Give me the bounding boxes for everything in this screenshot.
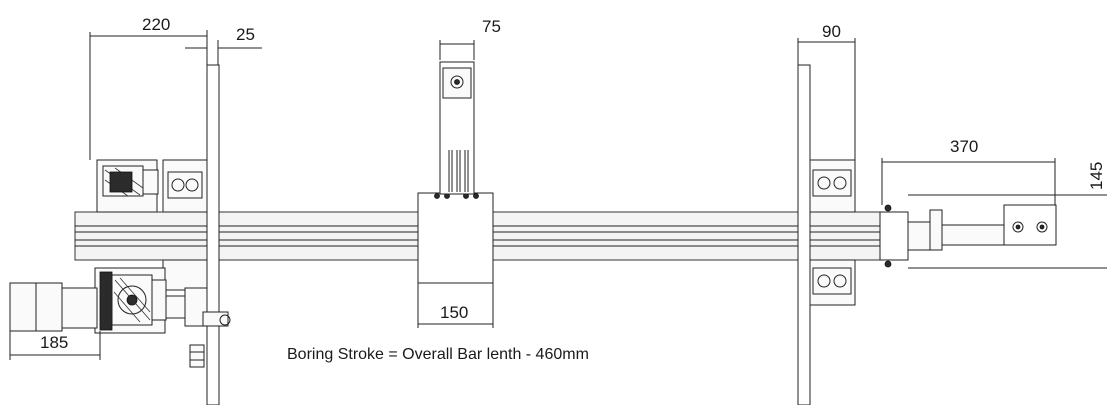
dim-25-label: 25 bbox=[236, 25, 255, 44]
dim-90-label: 90 bbox=[822, 22, 841, 41]
boring-stroke-note: Boring Stroke = Overall Bar lenth - 460m… bbox=[287, 346, 589, 363]
motor bbox=[9, 282, 98, 332]
dimension-220: 220 bbox=[89, 15, 208, 160]
right-lower-bearing bbox=[809, 259, 856, 306]
center-carriage bbox=[417, 192, 494, 284]
left-support-plate bbox=[206, 64, 220, 405]
dim-185-label: 185 bbox=[40, 333, 68, 352]
dim-75-label: 75 bbox=[482, 17, 501, 36]
left-upper-bearing bbox=[162, 159, 208, 213]
dimension-185: 185 bbox=[9, 331, 101, 360]
dimension-25: 25 bbox=[185, 25, 262, 65]
dimension-370: 370 bbox=[881, 137, 1056, 205]
right-upper-bearing bbox=[809, 159, 856, 213]
dimension-75: 75 bbox=[439, 17, 501, 60]
lower-gear-housing bbox=[94, 267, 231, 334]
dim-145-label: 145 bbox=[1087, 162, 1106, 190]
dimension-150: 150 bbox=[417, 283, 494, 328]
dim-220-label: 220 bbox=[142, 15, 170, 34]
upper-gear-housing bbox=[96, 159, 159, 213]
left-bottom-fastener bbox=[189, 344, 205, 368]
dim-370-label: 370 bbox=[950, 137, 978, 156]
dimension-90: 90 bbox=[797, 22, 856, 160]
right-support-plate bbox=[797, 64, 811, 405]
dimension-145: 145 bbox=[1087, 162, 1106, 190]
left-lower-bearing bbox=[162, 259, 208, 291]
center-bracket bbox=[439, 61, 475, 195]
dim-150-label: 150 bbox=[440, 303, 468, 322]
tool-head bbox=[879, 194, 1107, 269]
